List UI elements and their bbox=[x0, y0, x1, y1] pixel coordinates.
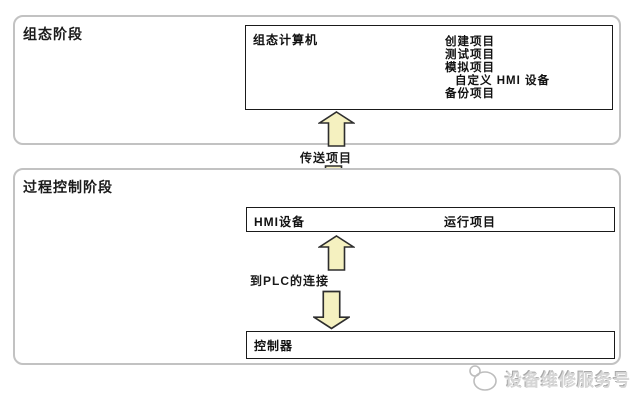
task-customize-hmi-device: 自定义 HMI 设备 bbox=[455, 75, 550, 87]
configuration-computer-box: 组态计算机 创建项目 测试项目 模拟项目 自定义 HMI 设备 备份项目 bbox=[245, 25, 613, 110]
task-create-project: 创建项目 bbox=[445, 36, 495, 48]
hmi-device-title: HMI设备 bbox=[254, 215, 305, 229]
hmi-device-box: HMI设备 运行项目 bbox=[246, 207, 615, 232]
task-test-project: 测试项目 bbox=[445, 49, 495, 61]
configuration-phase-label: 组态阶段 bbox=[23, 26, 83, 42]
process-control-phase-label: 过程控制阶段 bbox=[23, 179, 113, 195]
watermark-text: 设备维修服务号 bbox=[505, 370, 631, 390]
transfer-project-label: 传送项目 bbox=[300, 151, 353, 165]
down-arrow-icon bbox=[313, 290, 350, 330]
watermark-logo-icon bbox=[469, 365, 497, 391]
controller-box: 控制器 bbox=[246, 331, 615, 359]
watermark: 设备维修服务号 bbox=[466, 362, 631, 394]
configuration-task-list: 创建项目 测试项目 模拟项目 自定义 HMI 设备 备份项目 bbox=[445, 36, 550, 101]
task-simulate-project: 模拟项目 bbox=[445, 62, 495, 74]
up-arrow-icon bbox=[318, 111, 355, 147]
plc-connection-label: 到PLC的连接 bbox=[250, 274, 330, 288]
task-backup-project: 备份项目 bbox=[445, 88, 495, 100]
up-arrow-icon bbox=[318, 235, 355, 271]
controller-title: 控制器 bbox=[254, 339, 294, 353]
configuration-computer-title: 组态计算机 bbox=[253, 33, 319, 47]
run-project-label: 运行项目 bbox=[444, 215, 497, 229]
